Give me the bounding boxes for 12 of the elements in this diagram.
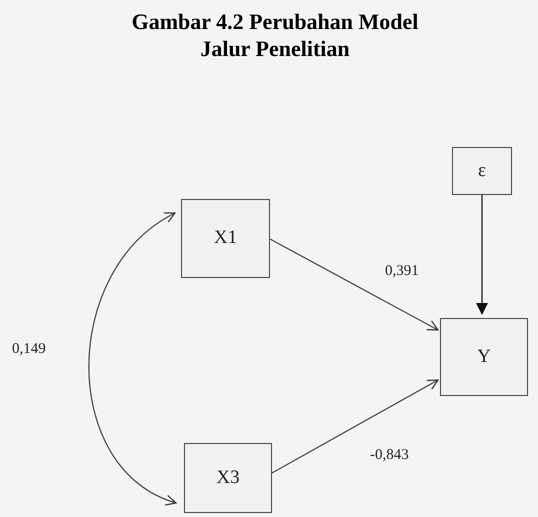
arrow: [272, 379, 439, 474]
figure-title: Gambar 4.2 Perubahan Model Jalur Penelitian: [130, 8, 420, 62]
variable-box: Y: [440, 318, 528, 396]
arrow: [476, 195, 488, 315]
arrow: [88, 212, 177, 504]
edge-label: -0,843: [370, 446, 409, 464]
variable-box: X3: [184, 443, 272, 513]
arrow: [270, 238, 439, 331]
edge-label: 0,149: [12, 340, 46, 358]
variable-box: ε: [452, 147, 512, 195]
variable-box: X1: [181, 199, 270, 278]
edge-label: 0,391: [385, 262, 419, 280]
